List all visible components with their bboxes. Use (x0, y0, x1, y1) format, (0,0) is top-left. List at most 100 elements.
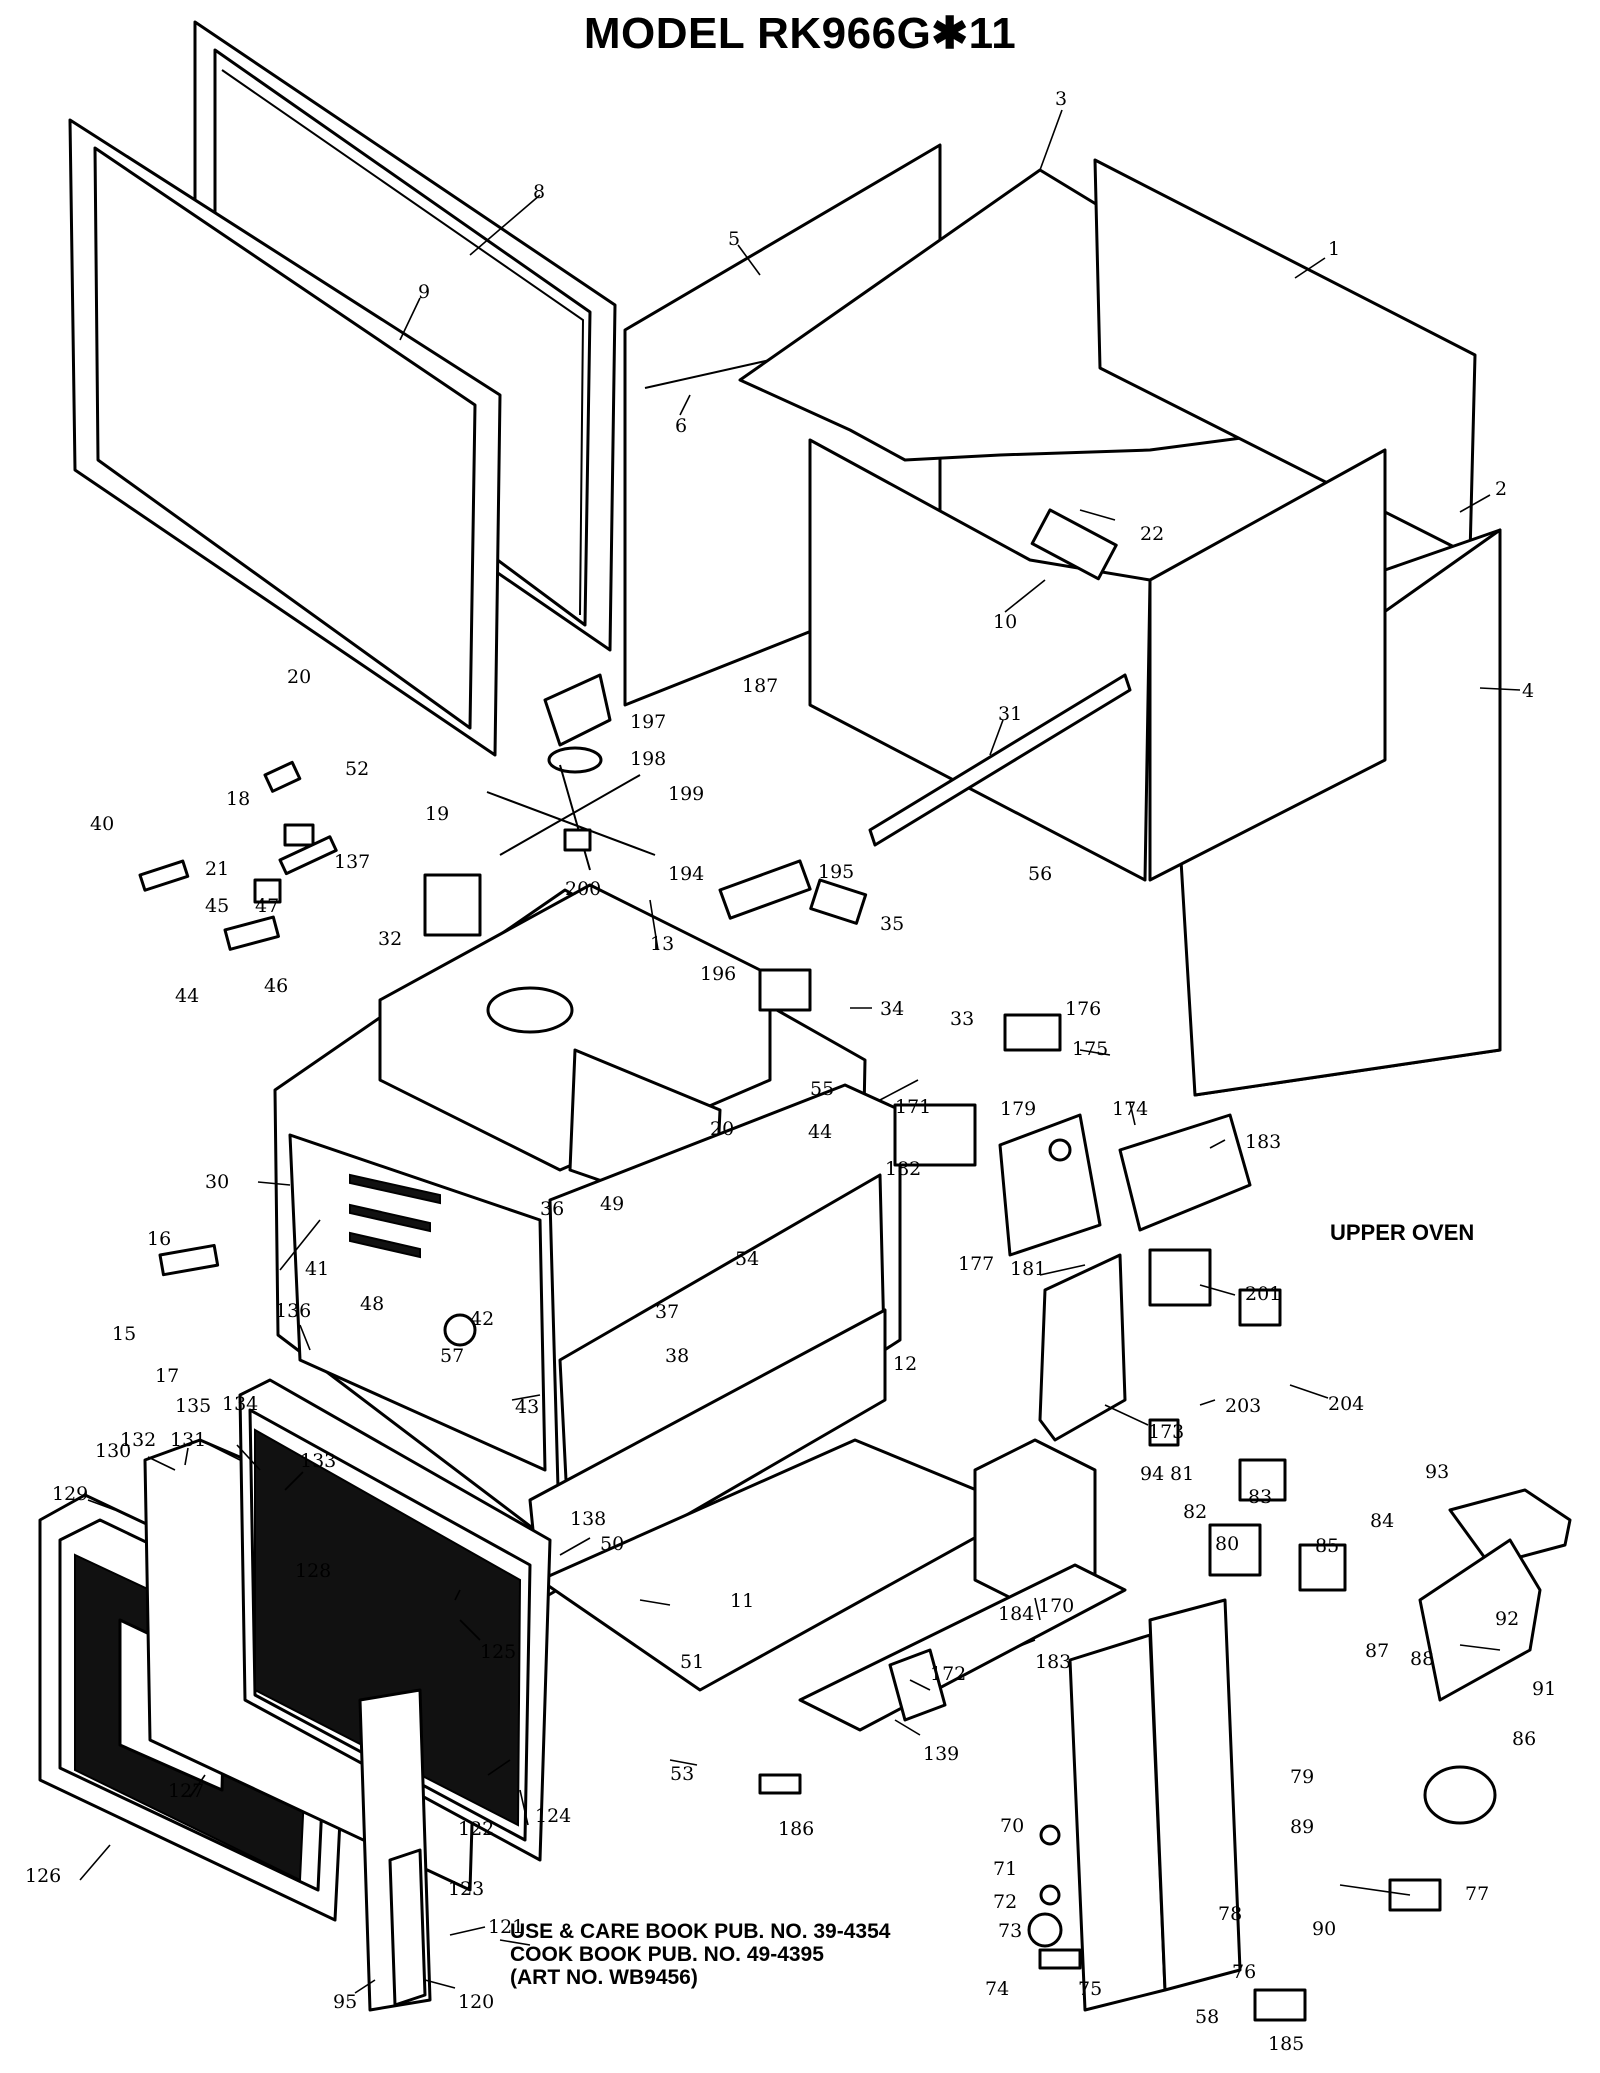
callout-label: 194 (668, 863, 704, 885)
oven-vent-slots (349, 1173, 441, 1259)
callout-label: 127 (168, 1780, 204, 1802)
callout-label: 13 (650, 933, 674, 955)
pub-note-art-no: (ART NO. WB9456) (510, 1966, 698, 1989)
callout-label: 47 (255, 895, 279, 917)
callout-label: 183 (1245, 1131, 1281, 1153)
pub-note-cook-book: COOK BOOK PUB. NO. 49-4395 (510, 1943, 824, 1966)
callout-label: 72 (993, 1891, 1017, 1913)
callout-label: 86 (1512, 1728, 1536, 1750)
callout-label: 4 (1522, 680, 1534, 702)
duct-174 (1038, 1253, 1127, 1442)
callout-label: 21 (205, 858, 229, 880)
callout-label: 83 (1248, 1486, 1272, 1508)
callout-label: 175 (1072, 1038, 1108, 1060)
callout-label: 177 (958, 1253, 994, 1275)
callout-label: 136 (275, 1300, 311, 1322)
callout-label: 179 (1000, 1098, 1036, 1120)
callout-label: 10 (993, 611, 1017, 633)
callout-label: 94 (1140, 1463, 1164, 1485)
model-title: MODEL RK966G✱11 (583, 9, 1017, 58)
callout-label: 73 (998, 1920, 1022, 1942)
callout-label: 43 (515, 1396, 539, 1418)
callout-label: 184 (998, 1603, 1034, 1625)
callout-label: 132 (120, 1429, 156, 1451)
callout-label: 35 (880, 913, 904, 935)
callout-label: 48 (360, 1293, 384, 1315)
bracket-94 (1448, 1488, 1572, 1567)
callout-label: 174 (1112, 1098, 1148, 1120)
callout-label: 120 (458, 1991, 494, 2013)
callout-label: 56 (1028, 863, 1052, 885)
callout-label: 57 (440, 1345, 464, 1367)
callout-label: 122 (458, 1818, 494, 1840)
callout-label: 173 (1148, 1421, 1184, 1443)
callout-label: 89 (1290, 1816, 1314, 1838)
callout-label: 20 (710, 1118, 734, 1140)
waveguide-183 (1118, 1113, 1252, 1232)
callout-label: 130 (95, 1440, 131, 1462)
callout-label: 44 (175, 985, 199, 1007)
callout-label: 186 (778, 1818, 814, 1840)
bracket-92 (1418, 1538, 1542, 1702)
callout-label: 195 (818, 861, 854, 883)
callout-label: 124 (535, 1805, 571, 1827)
callout-labels: 1 2 3 4 5 6 8 9 10 11 12 13 15 16 17 18 … (25, 88, 1556, 2055)
door-frame-inner (68, 118, 502, 757)
callout-label: 85 (1315, 1535, 1339, 1557)
control-panel-70 (1068, 1598, 1242, 2012)
callout-label: 71 (993, 1858, 1017, 1880)
callout-label: 5 (728, 228, 740, 250)
callout-label: 197 (630, 711, 666, 733)
publication-notes: USE & CARE BOOK PUB. NO. 39-4354 COOK BO… (510, 1920, 890, 1989)
callout-label: 95 (333, 1991, 357, 2013)
callout-label: 16 (147, 1228, 171, 1250)
callout-label: 9 (418, 281, 430, 303)
callout-label: 204 (1328, 1393, 1364, 1415)
callout-label: 55 (810, 1078, 834, 1100)
callout-label: 17 (155, 1365, 179, 1387)
callout-label: 38 (665, 1345, 689, 1367)
callout-label: 200 (565, 878, 601, 900)
callout-label: 45 (205, 895, 229, 917)
callout-label: 58 (1195, 2006, 1219, 2028)
callout-label: 183 (1035, 1651, 1071, 1673)
callout-label: 44 (808, 1121, 832, 1143)
callout-label: 126 (25, 1865, 61, 1887)
callout-label: 46 (264, 975, 288, 997)
leader-lines (79, 109, 1521, 1994)
callout-label: 49 (600, 1193, 624, 1215)
callout-label: 90 (1312, 1918, 1336, 1940)
callout-label: 129 (52, 1483, 88, 1505)
callout-label: 3 (1055, 88, 1067, 110)
callout-label: 11 (730, 1590, 754, 1612)
callout-label: 54 (735, 1248, 759, 1270)
callout-label: 128 (295, 1560, 331, 1582)
callout-label: 42 (470, 1308, 494, 1330)
callout-label: 131 (170, 1429, 206, 1451)
callout-label: 125 (480, 1641, 516, 1663)
callout-label: 31 (998, 703, 1022, 725)
callout-label: 18 (226, 788, 250, 810)
callout-label: 53 (670, 1763, 694, 1785)
callout-label: 82 (1183, 1501, 1207, 1523)
callout-label: 170 (1038, 1595, 1074, 1617)
callout-label: 87 (1365, 1640, 1389, 1662)
callout-label: 37 (655, 1301, 679, 1323)
callout-label: 181 (1010, 1258, 1046, 1280)
callout-label: 185 (1268, 2033, 1304, 2055)
callout-label: 196 (700, 963, 736, 985)
stirrer-motor (486, 673, 656, 871)
callout-label: 70 (1000, 1815, 1024, 1837)
callout-label: 182 (885, 1158, 921, 1180)
callout-label: 176 (1065, 998, 1101, 1020)
callout-label: 30 (205, 1171, 229, 1193)
callout-label: 22 (1140, 523, 1164, 545)
callout-label: 80 (1215, 1533, 1239, 1555)
inner-cabinet (808, 438, 1387, 882)
callout-label: 2 (1495, 478, 1507, 500)
callout-label: 33 (950, 1008, 974, 1030)
callout-label: 75 (1078, 1978, 1102, 2000)
oven-cavity (273, 883, 1027, 1692)
callout-label: 133 (300, 1450, 336, 1472)
callout-label: 50 (600, 1533, 624, 1555)
